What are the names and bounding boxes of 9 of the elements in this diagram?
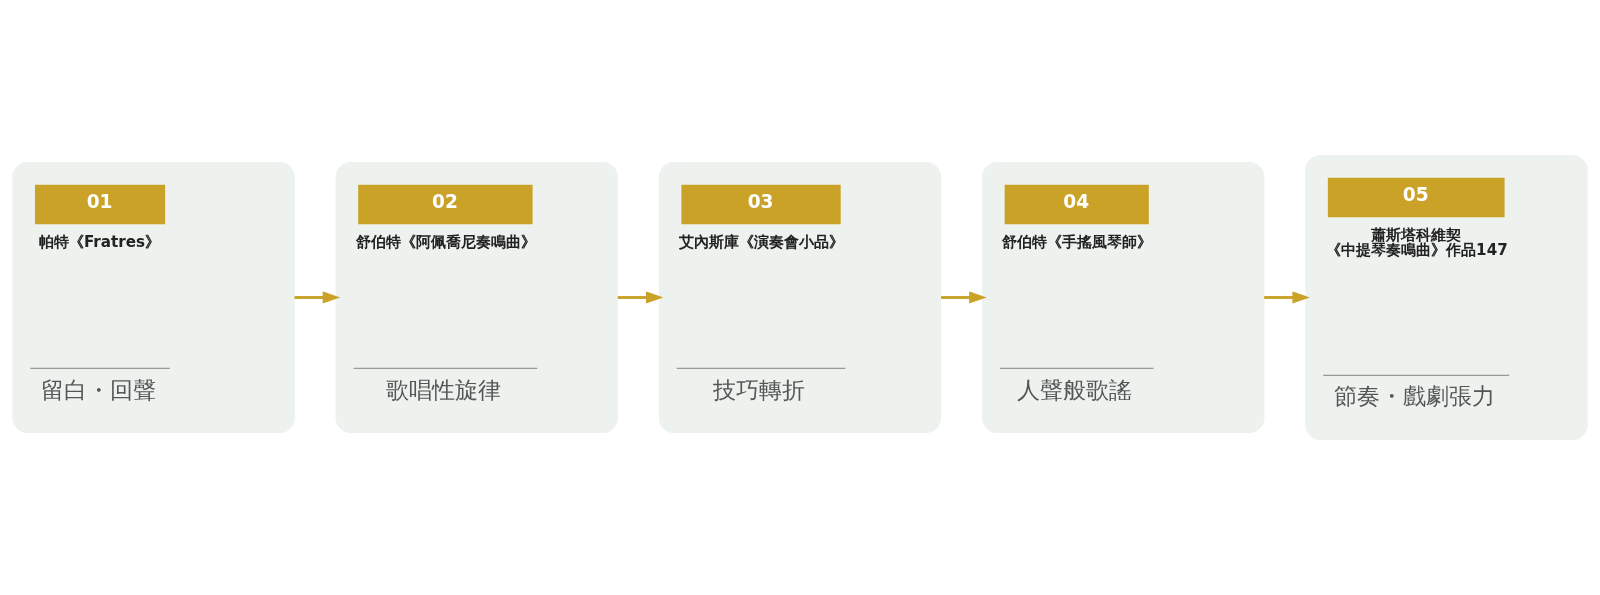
node-box: 01 帕特《Fratres》 留白・回聲 bbox=[12, 162, 295, 433]
node-box: 02 舒伯特《阿佩喬尼奏鳴曲》 歌唱性旋律 bbox=[335, 162, 619, 433]
arrow bbox=[617, 291, 664, 304]
node-box: 05 蕭斯塔科維契《中提琴奏鳴曲》作品147 節奏・戲劇張力 bbox=[1305, 155, 1588, 440]
arrow bbox=[1264, 291, 1310, 304]
arrow bbox=[941, 291, 987, 304]
node-box: 04 舒伯特《手搖風琴師》 人聲般歌謠 bbox=[981, 162, 1265, 433]
node-box: 03 艾內斯庫《演奏會小品》 技巧轉折 bbox=[658, 162, 942, 433]
arrow bbox=[294, 291, 341, 304]
